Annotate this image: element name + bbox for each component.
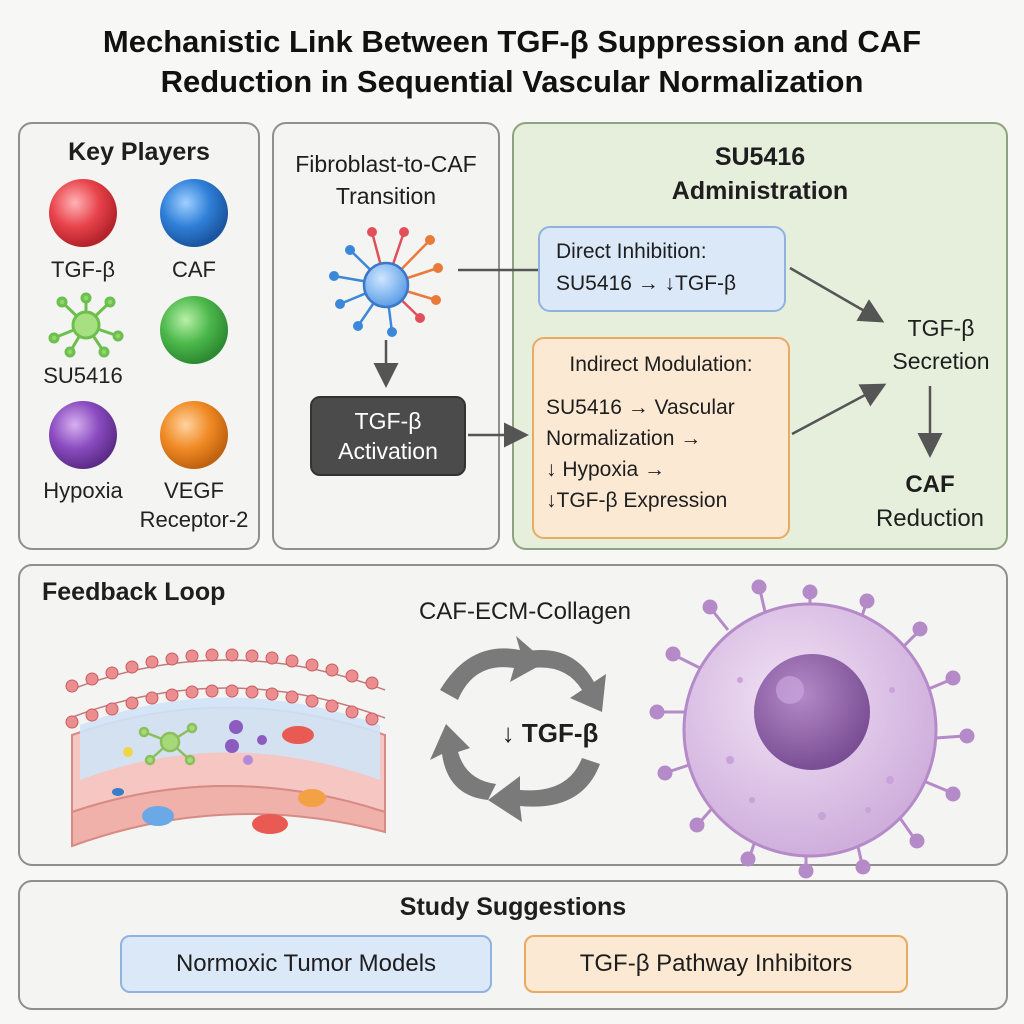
transition-heading: Fibroblast-to-CAF Transition xyxy=(272,148,500,212)
su5416-heading-line-2: Administration xyxy=(671,177,849,205)
tgf-beta-sphere-icon xyxy=(49,179,117,247)
title-line-2: Reduction in Sequential Vascular Normali… xyxy=(160,64,864,99)
vegf-receptor-sphere-icon xyxy=(160,401,228,469)
study-suggestions-heading: Study Suggestions xyxy=(399,893,627,921)
activation-line-1: TGF-β xyxy=(354,408,422,434)
direct-inhibition-box: Direct Inhibition: SU5416 → ↓TGF-β xyxy=(538,226,786,312)
indirect-line-3: ↓ Hypoxia → xyxy=(546,458,666,481)
flow-arrows xyxy=(373,266,943,458)
indirect-line-2: Normalization → xyxy=(546,427,702,450)
activation-line-2: Activation xyxy=(338,438,438,464)
caf-sphere-icon xyxy=(160,179,228,247)
transition-panel xyxy=(272,122,500,550)
caf-reduction-line-2: Reduction xyxy=(875,505,985,532)
caf-reduction-line-1: CAF xyxy=(905,471,955,498)
direct-inhibition-title: Direct Inhibition: xyxy=(556,240,707,263)
arrow-indirect-to-secretion xyxy=(791,383,887,436)
secretion-line-2: Secretion xyxy=(892,348,990,374)
caf-cell-icon xyxy=(329,227,443,337)
cycle-arrows-icon xyxy=(430,636,606,822)
cycle-center-label: ↓ TGF-β xyxy=(501,718,599,748)
direct-inhibition-text: SU5416 → ↓TGF-β xyxy=(556,272,737,295)
su5416-molecule-icon xyxy=(48,292,124,358)
indirect-line-1: SU5416 → Vascular xyxy=(546,396,735,419)
arrow-direct-to-secretion xyxy=(789,266,885,323)
transition-heading-line-1: Fibroblast-to-CAF xyxy=(295,151,477,177)
indirect-modulation-box: Indirect Modulation: SU5416 → Vascular N… xyxy=(532,337,790,539)
key-player-label-su5416: SU5416 xyxy=(43,363,123,388)
page-title: Mechanistic Link Between TGF-β Suppressi… xyxy=(0,22,1024,102)
indirect-modulation-title: Indirect Modulation: xyxy=(569,353,753,376)
suggestion-normoxic-tumor-models: Normoxic Tumor Models xyxy=(120,935,492,993)
caf-reduction-label: CAF Reduction xyxy=(862,468,998,536)
cycle-label: CAF-ECM-Collagen xyxy=(418,598,632,625)
tgf-beta-activation-box: TGF-β Activation xyxy=(310,396,466,476)
indirect-line-4: ↓TGF-β Expression xyxy=(546,489,728,512)
hypoxia-sphere-icon xyxy=(49,401,117,469)
tgf-beta-secretion-label: TGF-β Secretion xyxy=(876,312,1006,378)
title-line-1: Mechanistic Link Between TGF-β Suppressi… xyxy=(102,24,922,59)
vessel-membrane-icon xyxy=(65,648,386,848)
key-player-label-receptor-2: Receptor-2 xyxy=(139,507,249,532)
key-player-label-hypoxia: Hypoxia xyxy=(43,478,123,503)
key-player-label-tgf-beta: TGF-β xyxy=(51,257,115,282)
tumor-cell-icon xyxy=(649,579,975,879)
secretion-line-1: TGF-β xyxy=(907,315,975,341)
feedback-loop-heading: Feedback Loop xyxy=(42,578,226,606)
transition-heading-line-2: Transition xyxy=(335,183,437,209)
key-player-label-caf: CAF xyxy=(172,257,216,282)
su5416-heading-line-1: SU5416 xyxy=(714,143,806,171)
key-players-heading: Key Players xyxy=(68,138,210,166)
green-sphere-icon xyxy=(160,296,228,364)
su5416-heading: SU5416 Administration xyxy=(610,140,910,208)
key-player-label-vegf: VEGF xyxy=(164,478,224,503)
suggestion-tgf-beta-pathway-inhibitors: TGF-β Pathway Inhibitors xyxy=(524,935,908,993)
